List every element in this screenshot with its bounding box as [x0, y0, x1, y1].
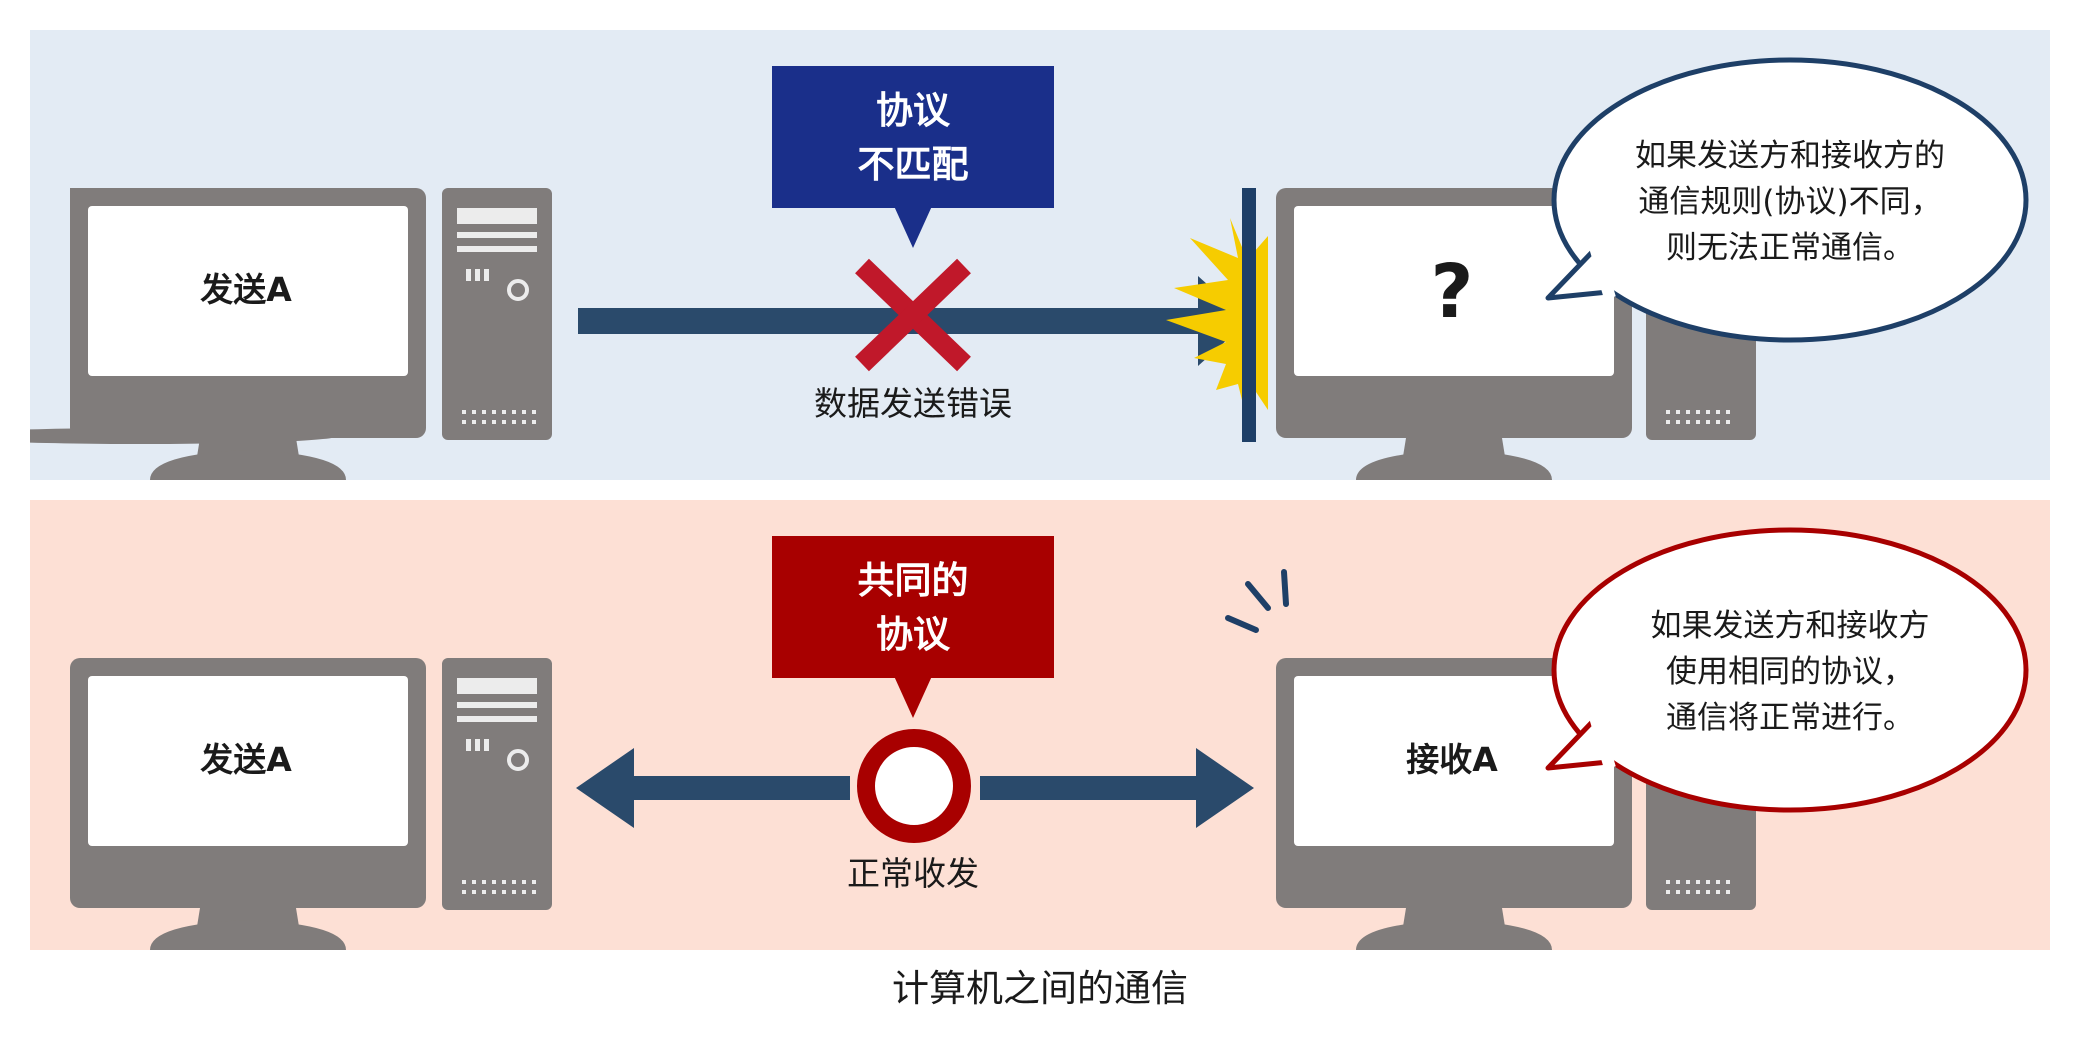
left-tower-icon	[442, 188, 552, 440]
left-monitor-screen	[88, 206, 408, 376]
common-callout-box	[772, 536, 1054, 718]
common-bubble-line2: 使用相同的协议，	[1666, 654, 1914, 690]
attention-marks-icon	[1225, 569, 1289, 633]
receiver-label: 接收A	[1406, 740, 1498, 779]
sender-label: 发送A	[200, 270, 292, 309]
mismatch-scene	[30, 57, 2029, 480]
question-mark-icon: ?	[1430, 249, 1474, 335]
figure-caption: 计算机之间的通信	[892, 967, 1188, 1010]
common-scene	[70, 527, 2029, 950]
common-box-line1: 共同的	[857, 559, 969, 602]
success-status-label: 正常收发	[847, 854, 979, 893]
receiver-monitor-icon	[1276, 188, 1632, 480]
mismatch-bubble-line2: 通信规则(协议)不同，	[1638, 184, 1942, 220]
common-bubble-line1: 如果发送方和接收方	[1650, 608, 1930, 644]
cross-mark-icon	[855, 258, 971, 372]
common-bubble-line3: 通信将正常进行。	[1666, 700, 1914, 736]
speech-bubble-icon	[1545, 527, 2029, 813]
receiver-monitor-icon	[1276, 658, 1632, 950]
mismatch-bubble-line1: 如果发送方和接收方的	[1635, 138, 1945, 174]
circle-mark-icon	[857, 729, 971, 843]
common-box-line2: 协议	[876, 613, 950, 656]
mismatch-bubble-line3: 则无法正常通信。	[1666, 230, 1914, 266]
double-arrow-icon	[576, 748, 1254, 828]
left-monitor-stand	[150, 438, 346, 480]
sender-tower-icon	[442, 658, 552, 910]
mismatch-box-line1: 协议	[876, 89, 950, 132]
mismatch-box-line2: 不匹配	[857, 143, 969, 186]
mismatch-panel: 发送A 协议 不匹配 数据发送错误 ? 如果发送方和接收方的 通信规则(协议)不…	[30, 30, 2050, 480]
sender-monitor-icon	[70, 658, 426, 950]
speech-bubble-icon	[1545, 57, 2029, 343]
error-status-label: 数据发送错误	[814, 384, 1012, 423]
sender-label: 发送A	[200, 740, 292, 779]
blocking-wall	[1242, 188, 1256, 442]
mismatch-callout-box	[772, 66, 1054, 248]
common-panel: 发送A 共同的 协议 正常收发 接收A 如果发送方和接收方 使用相同的协议， 通…	[30, 500, 2050, 950]
